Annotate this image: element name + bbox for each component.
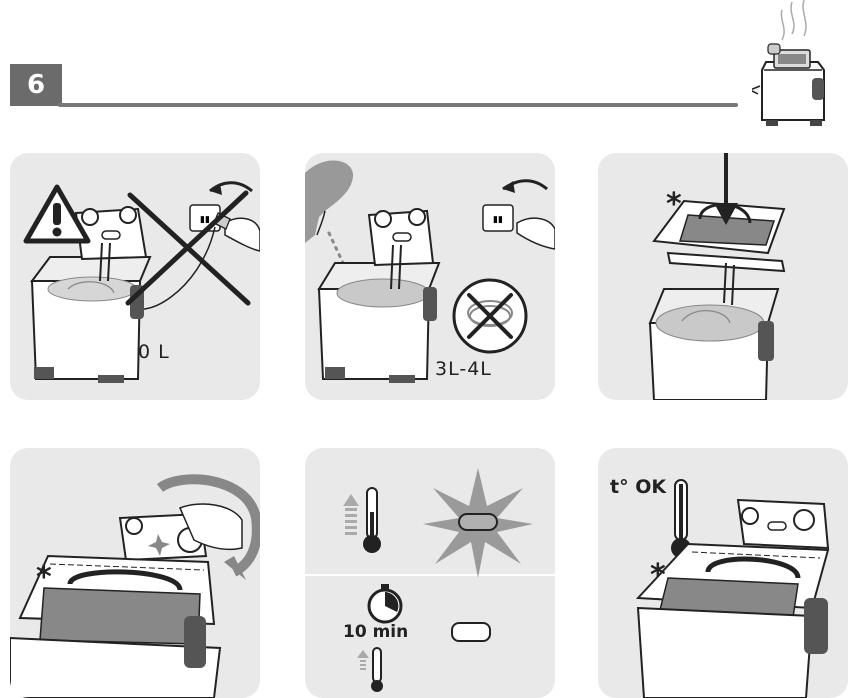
warning-triangle-icon (22, 183, 92, 245)
step-number-badge: 6 (10, 64, 62, 106)
indicator-light-on-icon (423, 468, 533, 578)
thermometer-small-icon (355, 644, 395, 694)
note-asterisk: * (650, 558, 666, 593)
panel-turn-thermostat: * (10, 448, 260, 698)
panel-temperature-ok: t° OK * (598, 448, 848, 698)
capacity-label-empty: 0 L (138, 341, 170, 363)
svg-text:▮▮: ▮▮ (200, 215, 210, 225)
indicator-light-off-icon (451, 622, 491, 642)
thermometer-rising-icon (337, 484, 387, 556)
panel-fill-oil: ▮▮ 3L-4L (305, 153, 555, 400)
note-asterisk: * (36, 560, 52, 595)
no-cord-in-oil-icon (451, 277, 529, 355)
panel-preheat-timer: 10 min (305, 448, 555, 698)
timer-duration-label: 10 min (343, 622, 408, 642)
svg-text:▮▮: ▮▮ (493, 215, 503, 225)
panel-unplug-warning: ▮▮ 0 L (10, 153, 260, 400)
step-number: 6 (27, 70, 45, 100)
timer-icon (365, 584, 405, 624)
fryer-thumbnail-illustration (752, 0, 832, 135)
note-asterisk: * (666, 187, 682, 222)
capacity-label-fill: 3L-4L (435, 358, 492, 380)
panel-lower-basket: * (598, 153, 848, 400)
header-divider (58, 103, 738, 107)
